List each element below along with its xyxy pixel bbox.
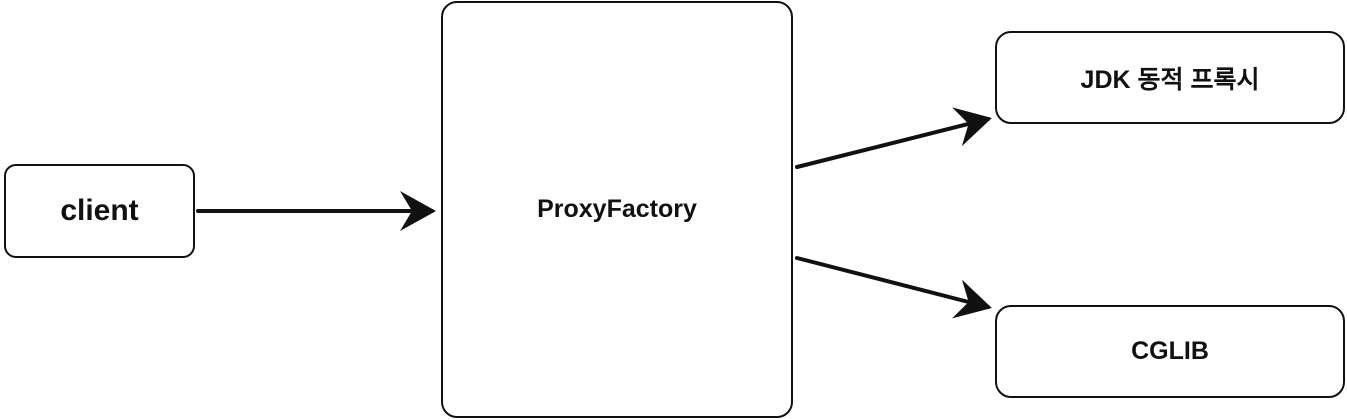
jdk-dynamic-proxy-node: JDK 동적 프록시 [995, 31, 1345, 124]
jdk-dynamic-proxy-label: JDK 동적 프록시 [1080, 65, 1260, 94]
cglib-label: CGLIB [1131, 337, 1209, 365]
client-label: client [60, 194, 139, 227]
proxyfactory-label: ProxyFactory [537, 195, 697, 223]
proxyfactory-node: ProxyFactory [441, 1, 793, 418]
arrow-proxyfactory-to-cglib [795, 256, 992, 319]
cglib-node: CGLIB [995, 305, 1345, 398]
arrow-proxyfactory-to-jdk [795, 107, 992, 169]
client-node: client [4, 164, 195, 258]
